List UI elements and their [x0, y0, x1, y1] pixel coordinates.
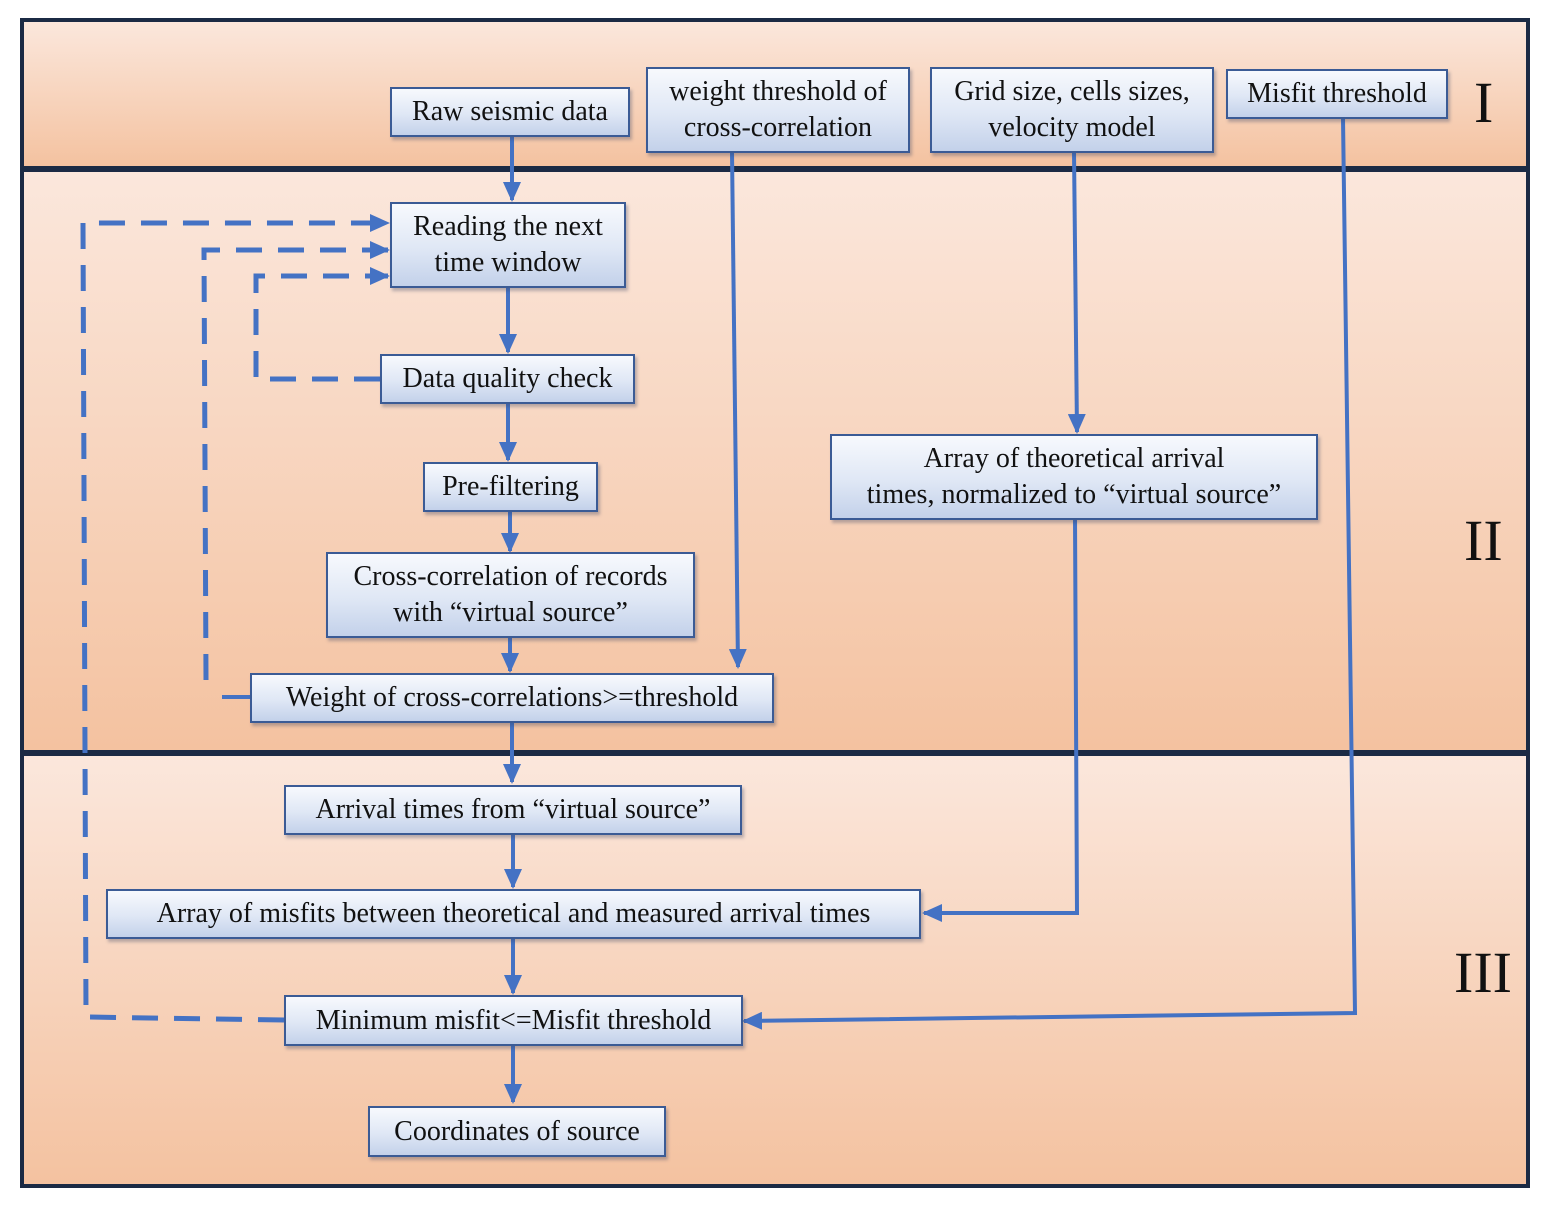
arrow-theoretical-to-misfits — [922, 517, 1080, 922]
arrival-times-box: Arrival times from “virtual source” — [284, 785, 742, 835]
source-coordinates-box: Coordinates of source — [368, 1106, 666, 1157]
loop-minimum-to-reading — [80, 214, 390, 1023]
minimum-misfit-box: Minimum misfit<=Misfit threshold — [284, 995, 743, 1046]
arrow-grid-to-theoretical — [1067, 151, 1086, 434]
section-location-panel — [20, 752, 1530, 1188]
weight-threshold-box: weight threshold of cross-correlation — [646, 67, 910, 153]
section-label-i: I — [1474, 70, 1494, 135]
grid-velocity-model-box: Grid size, cells sizes, velocity model — [930, 67, 1214, 153]
loop-quality-to-reading — [253, 267, 390, 382]
section-label-ii: II — [1464, 508, 1503, 573]
arrow-misfit-threshold-to-minimum — [742, 117, 1358, 1030]
section-label-iii: III — [1454, 940, 1512, 1005]
misfit-array-box: Array of misfits between theoretical and… — [106, 889, 921, 939]
weight-check-box: Weight of cross-correlations>=threshold — [250, 673, 774, 723]
reading-time-window-box: Reading the next time window — [390, 202, 626, 288]
pre-filtering-box: Pre-filtering — [423, 462, 598, 512]
data-quality-check-box: Data quality check — [380, 354, 635, 404]
raw-seismic-data-box: Raw seismic data — [390, 87, 630, 137]
arrow-weight-threshold-to-weight-check — [728, 151, 747, 669]
theoretical-arrival-times-box: Array of theoretical arrival times, norm… — [830, 434, 1318, 520]
misfit-threshold-box: Misfit threshold — [1226, 69, 1448, 119]
cross-correlation-box: Cross-correlation of records with “virtu… — [326, 552, 695, 638]
loop-weight-to-reading — [201, 241, 390, 681]
